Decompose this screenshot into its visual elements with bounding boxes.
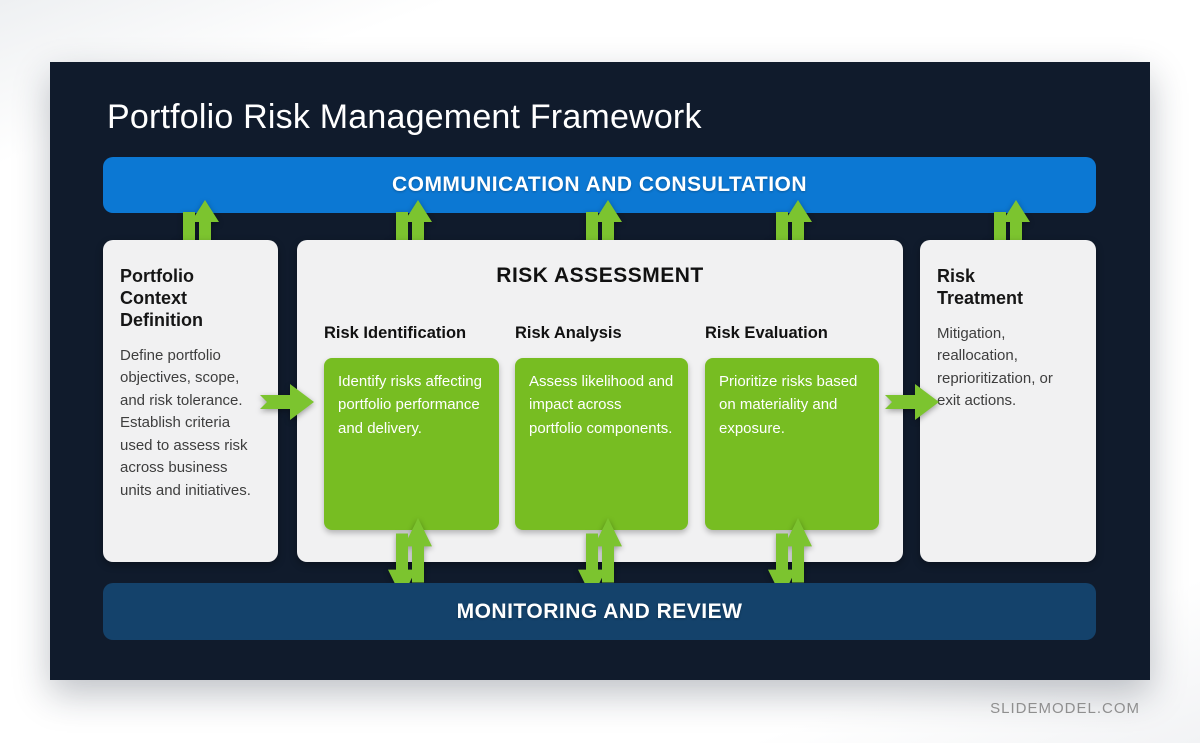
portfolio-context-definition-title: Portfolio Context Definition bbox=[120, 266, 203, 330]
risk-evaluation-header: Risk Evaluation bbox=[705, 324, 828, 342]
risk-identification-body: Identify risks affecting portfolio perfo… bbox=[338, 373, 482, 437]
risk-identification-card: Identify risks affecting portfolio perfo… bbox=[324, 358, 499, 530]
slidemodel-watermark: SLIDEMODEL.COM bbox=[990, 700, 1140, 717]
risk-assessment-title: RISK ASSESSMENT bbox=[496, 264, 704, 287]
risk-treatment-box: Risk Treatment Mitigation, reallocation,… bbox=[920, 240, 1096, 562]
presentation-slide: Portfolio Risk Management Framework COMM… bbox=[50, 62, 1150, 680]
right-arrow-icon bbox=[260, 384, 314, 420]
communication-banner-label: COMMUNICATION AND CONSULTATION bbox=[391, 173, 808, 196]
slide-title: Portfolio Risk Management Framework bbox=[107, 98, 702, 136]
portfolio-context-definition-box: Portfolio Context Definition Define port… bbox=[103, 240, 278, 562]
risk-analysis-body: Assess likelihood and impact across port… bbox=[529, 373, 674, 437]
risk-treatment-body: Mitigation, reallocation, reprioritizati… bbox=[937, 324, 1053, 410]
communication-banner: COMMUNICATION AND CONSULTATION bbox=[103, 157, 1096, 213]
risk-evaluation-card: Prioritize risks based on materiality an… bbox=[705, 358, 879, 530]
risk-analysis-card: Assess likelihood and impact across port… bbox=[515, 358, 688, 530]
risk-analysis-header: Risk Analysis bbox=[515, 324, 622, 342]
portfolio-context-definition-body: Define portfolio objectives, scope, and … bbox=[120, 346, 251, 499]
monitoring-banner-label: MONITORING AND REVIEW bbox=[456, 599, 743, 623]
monitoring-banner: MONITORING AND REVIEW bbox=[103, 583, 1096, 640]
right-arrow-icon bbox=[885, 384, 939, 420]
risk-assessment-box: RISK ASSESSMENT Risk Identification Iden… bbox=[297, 240, 903, 562]
risk-treatment-title: Risk Treatment bbox=[937, 266, 1024, 308]
risk-identification-header: Risk Identification bbox=[324, 324, 467, 342]
risk-evaluation-body: Prioritize risks based on materiality an… bbox=[719, 373, 858, 437]
